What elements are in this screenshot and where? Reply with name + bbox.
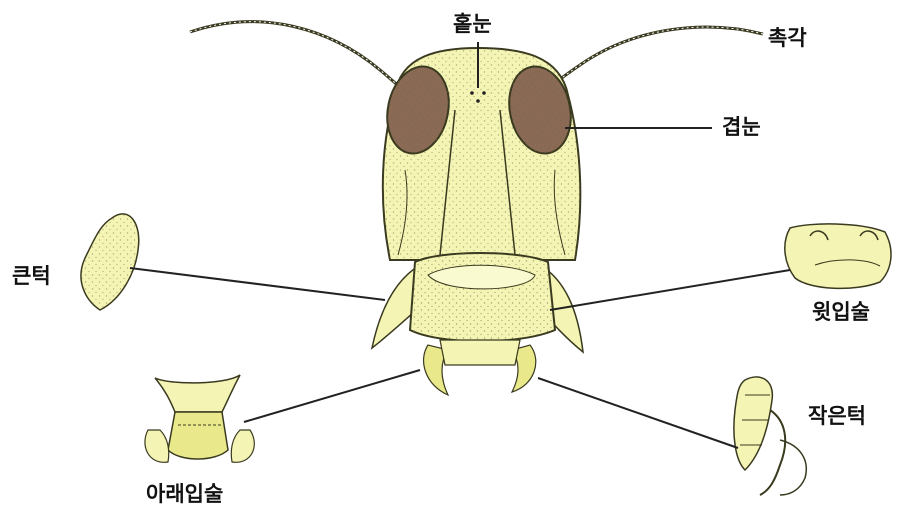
leader-mandible (130, 268, 385, 300)
leader-labium (244, 370, 420, 422)
leader-maxilla (538, 378, 738, 448)
leader-labrum (550, 270, 790, 310)
maxilla-detached (734, 377, 806, 495)
label-maxilla: 작은턱 (808, 406, 866, 427)
label-antenna: 촉각 (768, 28, 807, 49)
label-labium: 아래입술 (146, 484, 223, 505)
label-ocelli: 홑눈 (453, 14, 492, 35)
labium-detached (145, 375, 254, 462)
label-compound-eye: 겹눈 (722, 117, 761, 138)
label-mandible: 큰턱 (12, 266, 51, 287)
label-labrum: 윗입술 (812, 302, 870, 323)
